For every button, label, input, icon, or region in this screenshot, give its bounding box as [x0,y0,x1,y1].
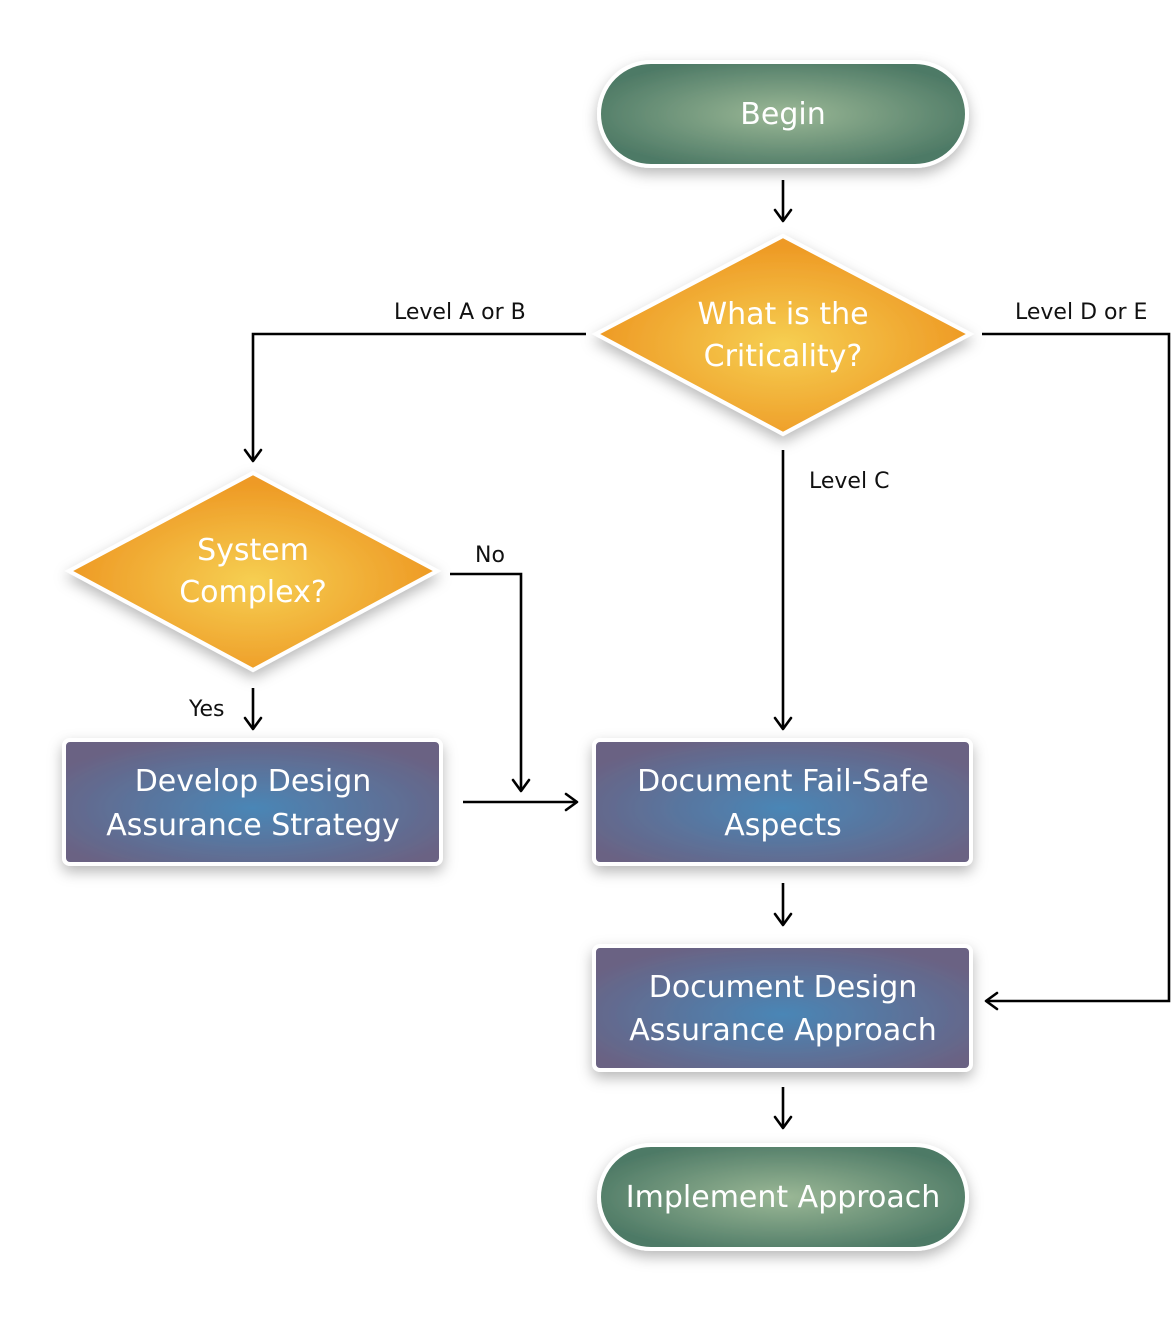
arrowhead [773,208,793,223]
node-assurance-approach: Document Design Assurance Approach [592,944,973,1072]
node-criticality: What is the Criticality? [591,233,975,437]
arrowhead [773,1115,793,1130]
arrowhead [984,991,999,1011]
node-system-complex-line-1: System [197,533,309,568]
arrowhead [511,778,531,793]
node-implement-approach-label: Implement Approach [626,1180,940,1215]
node-failsafe-aspects: Document Fail-Safe Aspects [592,738,973,866]
node-system-complex-line-2: Complex? [179,575,327,610]
edges [243,180,1171,1130]
node-criticality-line-2: Criticality? [704,339,863,374]
node-begin-label: Begin [740,97,825,132]
arrowhead [773,716,793,731]
node-criticality-line-1: What is the [697,297,868,332]
edge-label-yes: Yes [188,697,225,722]
edge-label-no: No [475,543,505,568]
node-system-complex: System Complex? [64,470,442,673]
edge-no [450,572,523,790]
edge-labels: Level A or B Level D or E Level C No Yes [188,300,1147,722]
arrowhead [773,912,793,927]
node-failsafe-aspects-line-1: Document Fail-Safe [637,764,929,799]
edge-label-level-c: Level C [809,469,889,494]
arrowhead [243,448,263,463]
node-failsafe-aspects-line-2: Aspects [724,808,842,843]
edge-label-level-ab: Level A or B [394,300,526,325]
node-implement-approach: Implement Approach [597,1143,969,1251]
node-assurance-approach-line-1: Document Design [649,970,918,1005]
node-develop-strategy-line-1: Develop Design [135,764,372,799]
edge-label-level-de: Level D or E [1015,300,1147,325]
node-develop-strategy: Develop Design Assurance Strategy [62,738,443,866]
node-develop-strategy-line-2: Assurance Strategy [106,808,400,843]
arrowhead [243,716,263,731]
edge-level-de [982,332,1171,1003]
arrowhead [564,792,579,812]
node-begin: Begin [597,60,969,168]
node-assurance-approach-line-2: Assurance Approach [629,1013,937,1048]
edge-level-ab [251,332,586,460]
